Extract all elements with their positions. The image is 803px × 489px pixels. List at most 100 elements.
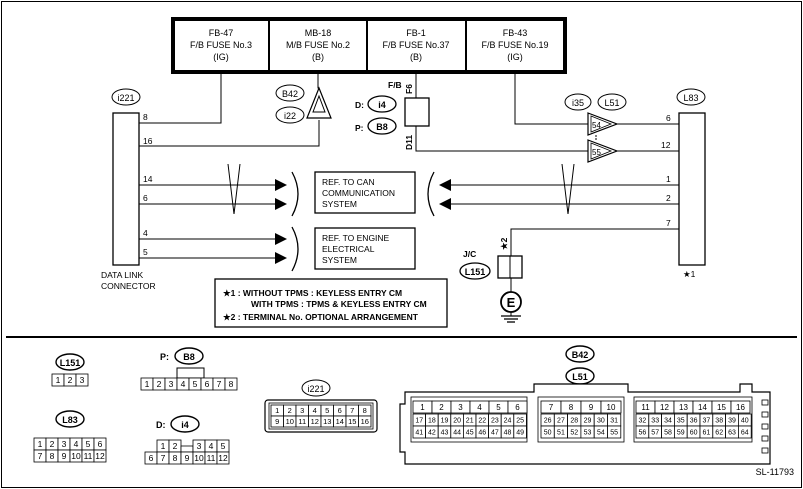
terminal-number: 61 bbox=[703, 430, 711, 437]
terminal-number: 7 bbox=[38, 451, 43, 461]
terminal-number: 8 bbox=[229, 379, 234, 389]
terminal-number: 12 bbox=[95, 451, 105, 461]
view-label-i4: i4 bbox=[181, 420, 189, 430]
fuse-name: M/B FUSE No.2 bbox=[286, 40, 350, 50]
terminal-number: 5 bbox=[325, 406, 329, 415]
fb-connector-box bbox=[404, 97, 430, 127]
fuse-supply: (IG) bbox=[213, 52, 229, 62]
terminal-number: 7 bbox=[549, 403, 554, 412]
terminal-number: 19 bbox=[441, 418, 449, 425]
fuse-fb43: FB-43 F/B FUSE No.19 (IG) bbox=[481, 28, 548, 62]
view-label-i221: i221 bbox=[307, 384, 324, 394]
terminal-number: 39 bbox=[728, 418, 736, 425]
terminal-number: 10 bbox=[286, 417, 294, 426]
terminal-number: 3 bbox=[62, 439, 67, 449]
dlc-pin: 5 bbox=[143, 247, 148, 257]
terminal-number: 20 bbox=[453, 418, 461, 425]
terminal-number: 54 bbox=[597, 430, 605, 437]
terminal-number: 37 bbox=[703, 418, 711, 425]
terminal-number: 4 bbox=[209, 441, 214, 451]
notes-box: ★1 : WITHOUT TPMS : KEYLESS ENTRY CM WIT… bbox=[214, 278, 448, 328]
terminal-number: 55 bbox=[610, 430, 618, 437]
dlc-pin: 14 bbox=[143, 174, 153, 184]
dlc-pin: 8 bbox=[143, 112, 148, 122]
data-link-connector: i221 8 16 14 6 4 5 DATA LINK CONNECTOR bbox=[101, 88, 156, 291]
fuse-name: F/B FUSE No.3 bbox=[190, 40, 252, 50]
fuse-block: FB-47 F/B FUSE No.3 (IG) MB-18 M/B FUSE … bbox=[171, 17, 567, 74]
jc-label: J/C bbox=[463, 249, 476, 259]
svg-text:REF. TO ENGINE: REF. TO ENGINE bbox=[322, 233, 390, 243]
terminal-number: 3 bbox=[80, 375, 85, 385]
connector-label-l151: L151 bbox=[465, 267, 486, 277]
terminal-number: 8 bbox=[50, 451, 55, 461]
terminal-number: 46 bbox=[478, 430, 486, 437]
terminal-number: 38 bbox=[715, 418, 723, 425]
l83-pin: 7 bbox=[666, 218, 671, 228]
terminal-number: 4 bbox=[313, 406, 317, 415]
svg-text:SYSTEM: SYSTEM bbox=[322, 199, 357, 209]
pin-label-f6: F6 bbox=[404, 84, 414, 94]
terminal-number: 6 bbox=[205, 379, 210, 389]
terminal-number: 63 bbox=[728, 430, 736, 437]
connector-label-i4: i4 bbox=[378, 100, 386, 110]
wire-l83-7 bbox=[510, 228, 679, 256]
terminal-number: 14 bbox=[336, 417, 344, 426]
fuse-name: F/B FUSE No.19 bbox=[481, 40, 548, 50]
view-label-l51: L51 bbox=[572, 372, 588, 382]
terminal-number: 56 bbox=[639, 430, 647, 437]
terminal-number: 4 bbox=[74, 439, 79, 449]
view-label-b42: B42 bbox=[572, 350, 589, 360]
terminal-number: 5 bbox=[221, 441, 226, 451]
ref-engine-box: REF. TO ENGINE ELECTRICAL SYSTEM bbox=[314, 227, 416, 270]
terminal-number: 2 bbox=[50, 439, 55, 449]
terminal-number: 3 bbox=[197, 441, 202, 451]
terminal-number: 23 bbox=[491, 418, 499, 425]
terminal-number: 52 bbox=[570, 430, 578, 437]
fuse-id: FB-43 bbox=[503, 28, 528, 38]
fuse-id: FB-1 bbox=[406, 28, 426, 38]
fuse-mb18: MB-18 M/B FUSE No.2 (B) bbox=[286, 28, 350, 62]
terminal-number: 30 bbox=[597, 418, 605, 425]
l83-footnote-mark: ★1 bbox=[683, 269, 696, 279]
terminal-number: 9 bbox=[589, 403, 594, 412]
l83-connector: L83 6 12 1 2 7 ★1 bbox=[661, 88, 706, 279]
wire-fb47 bbox=[139, 73, 222, 124]
ground-symbol: E bbox=[500, 291, 522, 323]
terminal-number: 51 bbox=[557, 430, 565, 437]
l83-pin: 12 bbox=[661, 140, 671, 150]
terminal-number: 8 bbox=[173, 453, 178, 463]
terminal-number: 47 bbox=[491, 430, 499, 437]
terminal-number: 3 bbox=[300, 406, 304, 415]
terminal-number: 16 bbox=[736, 403, 745, 412]
diode-symbol bbox=[306, 86, 332, 119]
terminal-number: 6 bbox=[338, 406, 342, 415]
terminal-number: 7 bbox=[161, 453, 166, 463]
terminal-number: 13 bbox=[679, 403, 688, 412]
svg-text:2: 2 bbox=[173, 441, 178, 451]
terminal-number: 7 bbox=[217, 379, 222, 389]
terminal-number: 5 bbox=[496, 403, 501, 412]
diagram-code: SL-11793 bbox=[756, 467, 794, 477]
terminal-number: 24 bbox=[504, 418, 512, 425]
l83-pin: 6 bbox=[666, 113, 671, 123]
connector-label-i221: i221 bbox=[117, 93, 134, 103]
fuse-supply: (IG) bbox=[507, 52, 523, 62]
fuse-id: MB-18 bbox=[305, 28, 332, 38]
view-label-l151: L151 bbox=[60, 358, 81, 368]
svg-text:1: 1 bbox=[161, 441, 166, 451]
terminal-number: 50 bbox=[544, 430, 552, 437]
terminal-number: 33 bbox=[651, 418, 659, 425]
wire-fb43 bbox=[514, 73, 588, 125]
dlc-label-line1: DATA LINK bbox=[101, 270, 144, 280]
brackets bbox=[291, 171, 435, 272]
arrows bbox=[275, 179, 451, 264]
terminal-number: 59 bbox=[677, 430, 685, 437]
connector-label-b42: B42 bbox=[282, 89, 298, 99]
terminal-number: 49 bbox=[516, 430, 524, 437]
